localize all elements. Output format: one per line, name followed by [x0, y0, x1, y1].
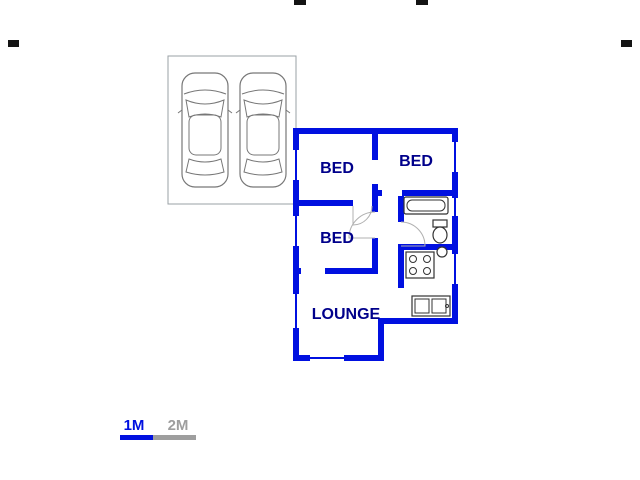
- room-label-bed-1: BED: [320, 160, 354, 177]
- door-openings: [348, 205, 426, 247]
- kitchen-sink-icon: [411, 295, 451, 317]
- interior-walls: [293, 128, 458, 288]
- scale-bar-segment-1m: [120, 435, 153, 440]
- room-labels: BED BED BED LOUNGE: [312, 153, 433, 323]
- scale-label-1m: 1M: [124, 417, 145, 434]
- basin-icon: [436, 246, 448, 258]
- wall-bed2-bottom: [402, 190, 458, 196]
- crop-marks: [8, 0, 632, 47]
- bathroom-fixtures: [403, 196, 449, 258]
- window-icon: [451, 254, 459, 284]
- crop-mark: [294, 0, 306, 5]
- window-icon: [310, 354, 344, 362]
- wall-bed2-bottom-stub: [372, 190, 382, 196]
- window-icon: [451, 142, 459, 172]
- car-icon: [235, 72, 291, 188]
- scale-bar-segment-2m: [153, 435, 196, 440]
- wall-step: [378, 318, 384, 361]
- wall-right: [452, 128, 458, 324]
- wall-hall-mid: [372, 184, 378, 212]
- window-icon: [292, 216, 300, 246]
- room-label-lounge: LOUNGE: [312, 306, 381, 323]
- wall-kitchen-left: [398, 250, 404, 288]
- window-icon: [292, 150, 300, 180]
- crop-mark: [8, 40, 19, 47]
- door-arc: [400, 221, 426, 247]
- wall-bed3-bottom-stub: [293, 268, 301, 274]
- wall-bottom-right: [378, 318, 458, 324]
- wall-bed3-bottom: [325, 268, 378, 274]
- door-arc: [352, 205, 373, 226]
- windows: [292, 142, 459, 362]
- crop-mark: [621, 40, 632, 47]
- wall-hall-upper: [372, 128, 378, 160]
- wall-bath-left: [398, 196, 404, 222]
- room-label-bed-2: BED: [399, 153, 433, 170]
- scale-bar: 1M 2M: [120, 417, 196, 440]
- stove-icon: [405, 251, 435, 279]
- car-icon: [177, 72, 233, 188]
- room-label-bed-3: BED: [320, 230, 354, 247]
- toilet-icon: [432, 219, 448, 244]
- wall-hall-lower: [372, 238, 378, 274]
- bathtub-icon: [403, 196, 449, 215]
- crop-mark: [416, 0, 428, 5]
- wall-bed1-bottom: [293, 200, 353, 206]
- wall-bath-kitchen-divider: [398, 244, 458, 250]
- window-icon: [292, 294, 300, 328]
- window-icon: [451, 198, 459, 216]
- scale-label-2m: 2M: [168, 417, 189, 434]
- door-arc: [348, 211, 376, 239]
- kitchen-fixtures: [405, 251, 451, 317]
